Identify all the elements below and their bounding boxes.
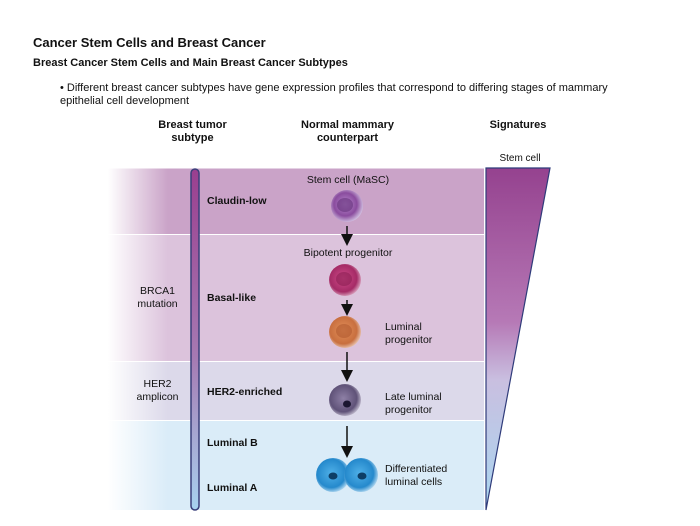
- subtype-luminal-b: Luminal B: [207, 437, 258, 449]
- column-header-line: counterpart: [316, 132, 379, 144]
- subtype-basal-like: Basal-like: [207, 292, 257, 304]
- band-her2-enriched: [108, 362, 484, 420]
- label-line: amplicon: [136, 391, 179, 403]
- column-header-tumor-subtype: Breast tumor subtype: [145, 119, 240, 145]
- differentiated-luminal-cells-label: Differentiated luminal cells: [385, 463, 447, 489]
- subtype-her2-enriched: HER2-enriched: [207, 386, 283, 398]
- luminal-progenitor-label: Luminal progenitor: [385, 321, 432, 347]
- bipotent-progenitor-label: Bipotent progenitor: [303, 247, 393, 259]
- label-line: progenitor: [385, 404, 433, 416]
- subtype-spectrum-bar: [190, 168, 200, 511]
- bipotent-progenitor-cell-icon: [329, 264, 361, 296]
- column-header-line: Normal mammary: [301, 119, 394, 131]
- differentiated-luminal-cells-icon: [316, 458, 378, 492]
- label-line: BRCA1: [139, 285, 175, 297]
- column-header-line: subtype: [171, 132, 214, 144]
- label-line: HER2: [143, 378, 172, 390]
- signature-top-label: Stem cell: [499, 153, 541, 164]
- late-luminal-progenitor-label: Late luminal progenitor: [385, 391, 442, 417]
- her2-amplicon-label: HER2 amplicon: [125, 378, 190, 404]
- label-line: mutation: [137, 298, 178, 310]
- label-line: Differentiated: [385, 463, 448, 475]
- bullet-text: • Different breast cancer subtypes have …: [60, 82, 608, 107]
- column-header-signatures: Signatures: [489, 119, 547, 131]
- column-header-normal-counterpart: Normal mammary counterpart: [290, 119, 405, 145]
- label-line: progenitor: [385, 334, 433, 346]
- band-luminal: [108, 421, 484, 510]
- brca1-mutation-label: BRCA1 mutation: [125, 285, 190, 311]
- column-header-line: Breast tumor: [158, 119, 227, 131]
- page-subtitle: Breast Cancer Stem Cells and Main Breast…: [33, 57, 348, 69]
- label-line: Luminal: [385, 321, 422, 333]
- label-line: luminal cells: [385, 476, 443, 488]
- band-claudin-low: [108, 168, 484, 234]
- stem-cell-icon: [331, 190, 363, 222]
- label-line: Late luminal: [385, 391, 442, 403]
- signature-wedge: [485, 167, 551, 511]
- luminal-progenitor-cell-icon: [329, 316, 361, 348]
- stem-cell-label: Stem cell (MaSC): [306, 174, 390, 186]
- band-basal-like: [108, 235, 484, 361]
- page-title: Cancer Stem Cells and Breast Cancer: [33, 35, 266, 50]
- late-luminal-progenitor-cell-icon: [329, 384, 361, 416]
- subtype-luminal-a: Luminal A: [207, 482, 258, 494]
- subtype-claudin-low: Claudin-low: [207, 195, 267, 207]
